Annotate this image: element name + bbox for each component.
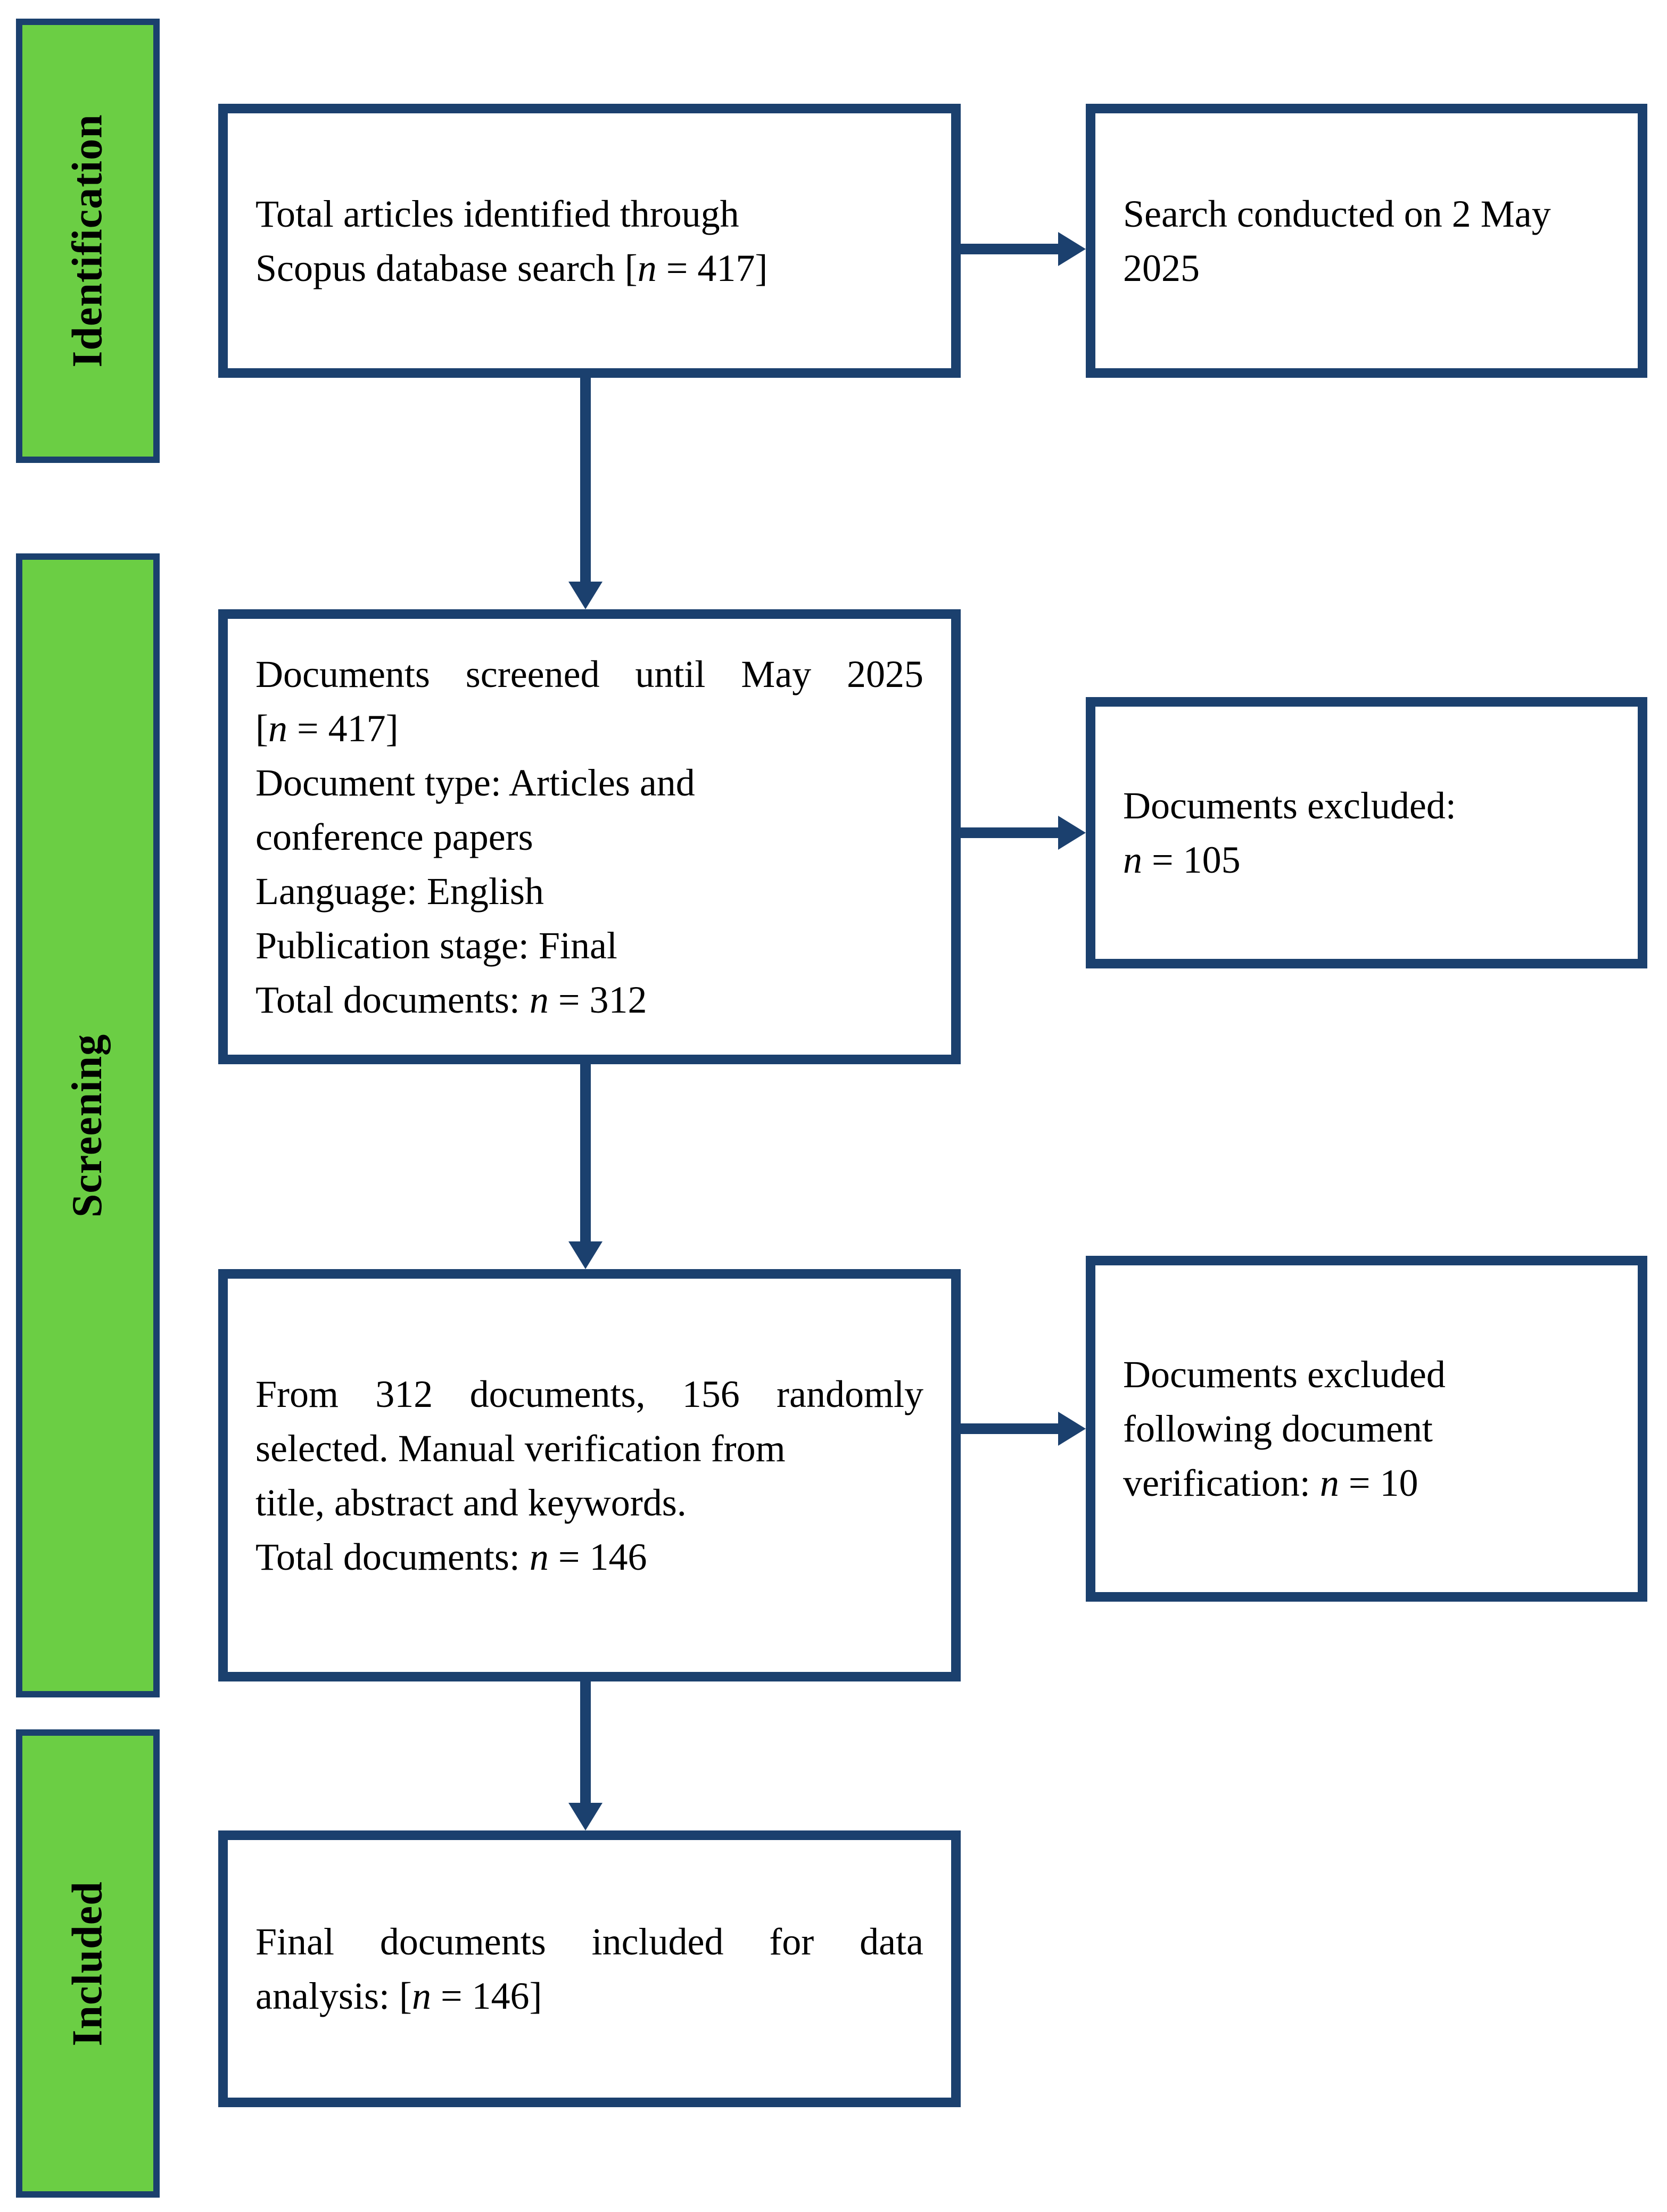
arrow-shaft bbox=[580, 1681, 591, 1807]
text-line: Final documents included for data bbox=[255, 1920, 923, 1963]
box-documents-excluded-screening: Documents excluded: n = 105 bbox=[1086, 697, 1647, 968]
text-line: Document type: Articles and bbox=[255, 761, 695, 804]
stage-label-identification: Identification bbox=[64, 114, 111, 368]
arrow-shaft bbox=[961, 827, 1062, 838]
text-line: conference papers bbox=[255, 815, 533, 858]
text-line: Documents screened until May 2025 bbox=[255, 652, 923, 695]
text-line: Publication stage: Final bbox=[255, 924, 617, 967]
arrowhead-down-icon bbox=[568, 1241, 603, 1269]
box-documents-screened: Documents screened until May 2025 [n = 41… bbox=[218, 609, 961, 1064]
text-line: Total documents: n = 312 bbox=[255, 978, 647, 1021]
arrow-shaft bbox=[580, 378, 591, 585]
text-line: [n = 417] bbox=[255, 707, 399, 750]
stage-label-screening: Screening bbox=[64, 1033, 111, 1217]
box-manual-verification: From 312 documents, 156 randomly selected… bbox=[218, 1269, 961, 1681]
arrowhead-down-icon bbox=[568, 582, 603, 609]
text-line: analysis: [n = 146] bbox=[255, 1975, 542, 2017]
arrow-shaft bbox=[961, 1423, 1062, 1434]
arrow-shaft bbox=[580, 1064, 591, 1245]
text-line: Language: English bbox=[255, 869, 544, 913]
text-line: verification: n = 10 bbox=[1123, 1462, 1418, 1504]
arrowhead-right-icon bbox=[1058, 232, 1086, 266]
arrowhead-right-icon bbox=[1058, 1412, 1086, 1446]
arrow-shaft bbox=[961, 244, 1062, 254]
text-line: Total documents: n = 146 bbox=[255, 1535, 647, 1578]
text-line: following document bbox=[1123, 1407, 1433, 1450]
box-documents-excluded-verification: Documents excluded following document veri… bbox=[1086, 1256, 1647, 1602]
text-line: From 312 documents, 156 randomly bbox=[255, 1372, 923, 1415]
box-search-date: Search conducted on 2 May 2025 bbox=[1086, 104, 1647, 378]
box-final-included: Final documents included for data analysi… bbox=[218, 1830, 961, 2107]
stage-bar-screening: Screening bbox=[16, 553, 160, 1697]
stage-bar-identification: Identification bbox=[16, 19, 160, 463]
text-line: 2025 bbox=[1123, 246, 1200, 289]
stage-label-included: Included bbox=[64, 1880, 111, 2047]
text-line: Scopus database search [n = 417] bbox=[255, 246, 768, 289]
text-line: Search conducted on 2 May bbox=[1123, 192, 1551, 235]
text-line: Documents excluded bbox=[1123, 1353, 1446, 1396]
text-line: Documents excluded: bbox=[1123, 784, 1456, 827]
arrowhead-down-icon bbox=[568, 1803, 603, 1830]
arrowhead-right-icon bbox=[1058, 816, 1086, 850]
text-line: Total articles identified through bbox=[255, 192, 739, 235]
text-line: title, abstract and keywords. bbox=[255, 1481, 687, 1524]
stage-bar-included: Included bbox=[16, 1729, 160, 2198]
text-line: selected. Manual verification from bbox=[255, 1427, 786, 1470]
text-line: n = 105 bbox=[1123, 839, 1241, 881]
